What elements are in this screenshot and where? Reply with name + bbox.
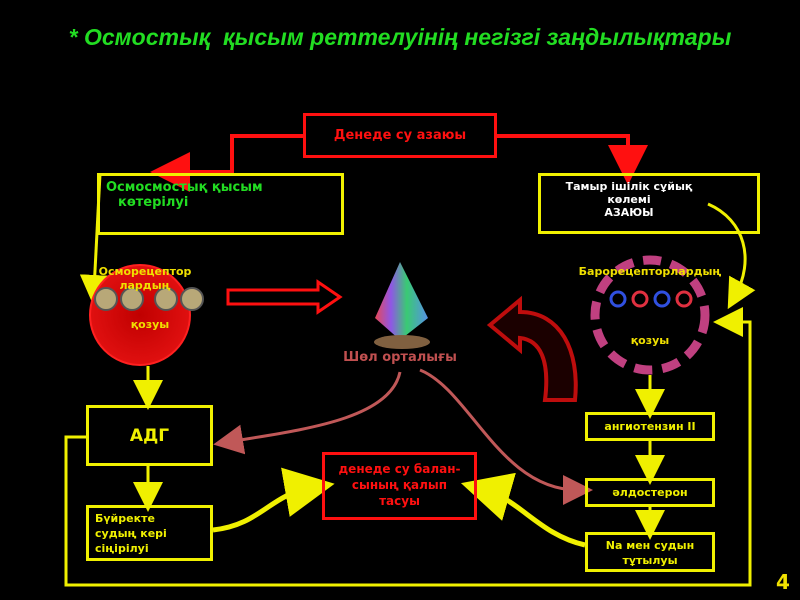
osmotic-rise-line2: көтерілуі (118, 195, 189, 210)
osmoreceptor-label: Осморецептор лардың (90, 265, 200, 293)
sodium-line2: тұтылуы (622, 554, 678, 567)
osmoreceptor-balls (94, 287, 204, 311)
balance-line3: тасуы (379, 494, 420, 508)
baroreceptor-ring (590, 255, 710, 375)
kidney-line3: сіңірілуі (95, 542, 149, 555)
volume-line2: көлемі (607, 193, 651, 206)
curved-glow-arrow (486, 295, 578, 402)
box-angiotensin: ангиотензин II (585, 412, 715, 441)
box-water-balance: денеде су балан- сының қалып тасуы (322, 452, 477, 520)
volume-line3: АЗАЮЫ (604, 206, 654, 219)
osmo-line1: Осморецептор (98, 265, 192, 278)
sodium-line1: Na мен судын (605, 539, 695, 552)
page-number: 4 (776, 570, 790, 594)
osmotic-rise-line1: Осмосмостық қысым (106, 180, 263, 195)
box-osmotic-rise: Осмосмостық қысым көтерілуі (97, 173, 344, 235)
box-volume-decrease: Тамыр ішілік сұйық көлемі АЗАЮЫ (538, 173, 760, 234)
box-kidney-reabsorption: Бүйректе судың кері сіңірілуі (86, 505, 213, 561)
box-aldosterone: әлдостерон (585, 478, 715, 507)
balance-line2: сының қалып (351, 478, 448, 492)
thirst-center-label: Шөл орталығы (343, 350, 457, 365)
arrow-to-volume (497, 134, 648, 185)
hollow-arrow-right (226, 279, 343, 315)
kidney-line2: судың кері (95, 527, 167, 540)
arrow-to-osmotic (150, 134, 303, 192)
balance-line1: денеде су балан- (338, 462, 461, 476)
box-water-loss: Денеде су азаюы (303, 113, 497, 158)
baroreceptor-label: Барорецепторлардың (578, 265, 722, 278)
volume-line1: Тамыр ішілік сұйық (565, 180, 693, 193)
kidney-line1: Бүйректе (95, 512, 155, 525)
baroreceptor-excite-label: қозуы (630, 334, 670, 347)
baroreceptor-rings (609, 290, 693, 308)
box-sodium-retention: Na мен судын тұтылуы (585, 532, 715, 572)
osmoreceptor-excite-label: қозуы (130, 318, 170, 331)
box-adh: АДГ (86, 405, 213, 466)
thirst-center-prism (374, 262, 430, 349)
osmo-line2: лардың (119, 279, 171, 292)
slide-title: * Осмостық қысым реттелуінің негізгі заң… (68, 24, 732, 50)
